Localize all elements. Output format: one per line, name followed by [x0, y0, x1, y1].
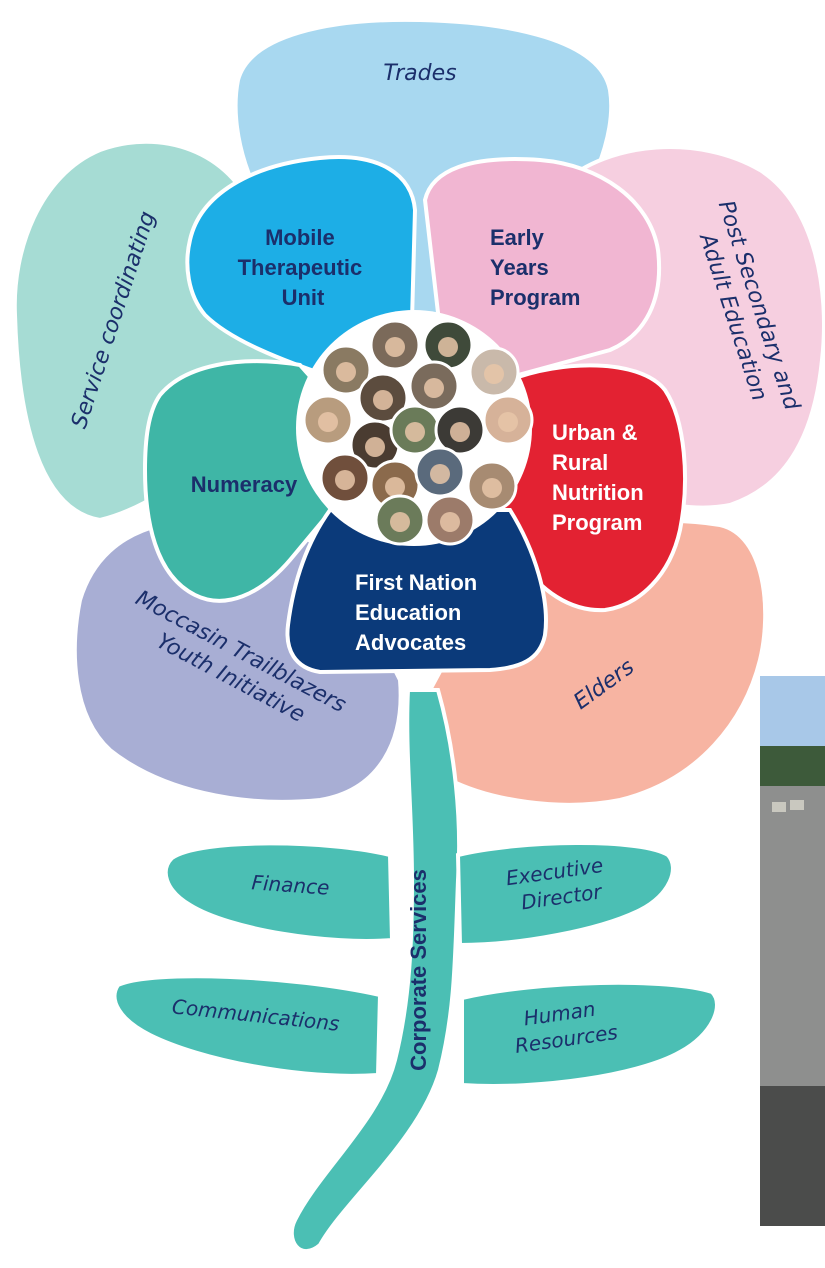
photo-face	[336, 362, 356, 382]
photo-face	[318, 412, 338, 432]
label-early-years-line3: Program	[490, 285, 580, 310]
label-first-nation-line3: Advocates	[355, 630, 466, 655]
label-trades: Trades	[383, 61, 456, 86]
label-mobile-line3: Unit	[282, 285, 325, 310]
photo-face	[440, 512, 460, 532]
label-urban-rural-nutrition: Urban & Rural Nutrition Program	[552, 420, 650, 535]
label-first-nation-line1: First Nation	[355, 570, 477, 595]
label-urban-line2: Rural	[552, 450, 608, 475]
label-first-nation: First Nation Education Advocates	[355, 570, 483, 655]
photo-face	[405, 422, 425, 442]
photo-face	[484, 364, 504, 384]
label-first-nation-line2: Education	[355, 600, 461, 625]
label-numeracy: Numeracy	[191, 472, 298, 497]
label-urban-line4: Program	[552, 510, 642, 535]
photo-face	[498, 412, 518, 432]
photo-cluster	[296, 310, 534, 546]
label-urban-line1: Urban &	[552, 420, 638, 445]
inner-petal-early-years	[422, 157, 661, 383]
photo-face	[385, 337, 405, 357]
photo-face	[385, 477, 405, 497]
label-finance: Finance	[251, 870, 330, 899]
photo-face	[335, 470, 355, 490]
inner-petal-first-nation-education-advocates	[285, 508, 548, 675]
photo-face	[482, 478, 502, 498]
photo-face	[390, 512, 410, 532]
inner-petal-numeracy	[142, 359, 342, 603]
label-early-years: Early Years Program	[490, 225, 580, 310]
photo-face	[373, 390, 393, 410]
parking-lot-photo	[760, 676, 825, 1226]
leaf-human-resources	[460, 980, 719, 1088]
photo-face	[450, 422, 470, 442]
label-early-years-line1: Early	[490, 225, 545, 250]
leaf-finance	[163, 841, 395, 943]
leaf-communications	[112, 974, 383, 1078]
photo-face	[424, 378, 444, 398]
label-mobile-line1: Mobile	[265, 225, 335, 250]
photo-face	[365, 437, 385, 457]
leaf-executive-director	[455, 841, 675, 948]
photo-face	[438, 337, 458, 357]
label-mobile-therapeutic-unit: Mobile Therapeutic Unit	[238, 225, 369, 310]
inner-petal-urban-rural-nutrition	[487, 363, 687, 613]
photo-face	[430, 464, 450, 484]
label-corporate-services: Corporate Services	[406, 869, 431, 1071]
label-mobile-line2: Therapeutic	[238, 255, 363, 280]
label-early-years-line2: Years	[490, 255, 549, 280]
label-urban-line3: Nutrition	[552, 480, 644, 505]
